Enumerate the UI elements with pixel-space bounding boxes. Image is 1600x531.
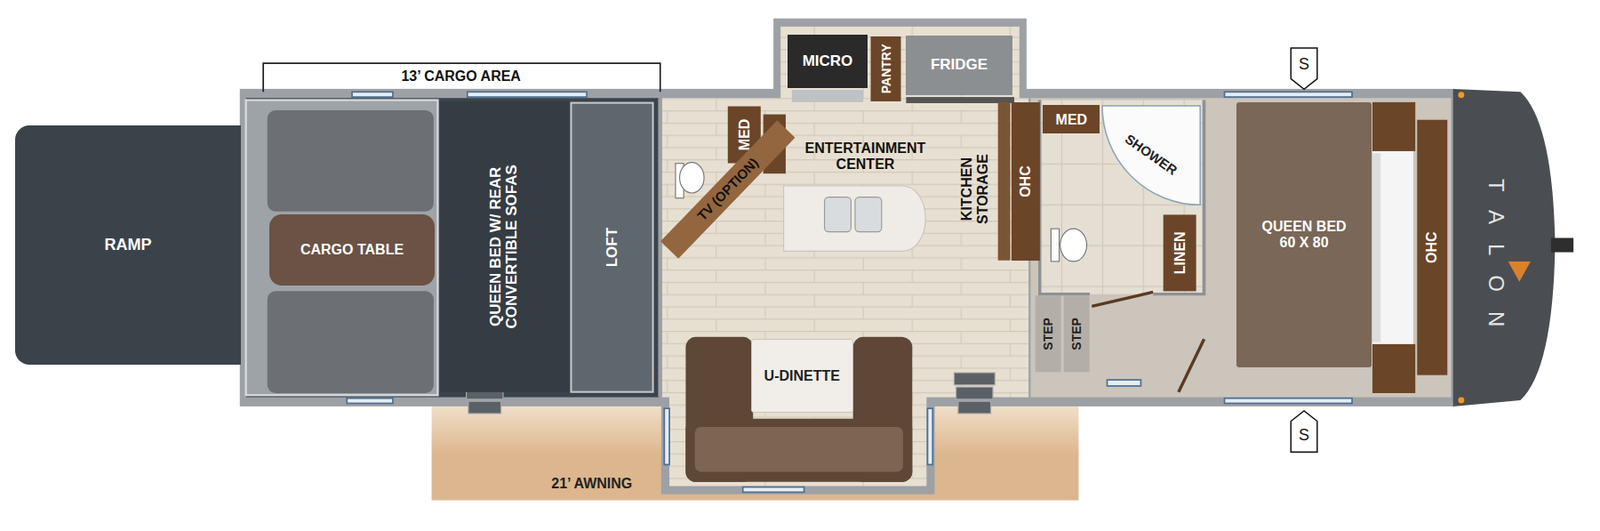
- seat-cushion: [695, 426, 904, 472]
- wall: [1040, 100, 1205, 295]
- step: STEP: [1064, 295, 1090, 372]
- room-label: LINEN: [1171, 232, 1188, 275]
- room-label: QUEEN BED 60 X 80: [1255, 218, 1353, 250]
- area-label: KITCHEN STORAGE: [959, 151, 991, 227]
- brand-name: TALON: [1484, 159, 1508, 346]
- entry-step: [953, 372, 995, 385]
- marker-light: [1457, 91, 1464, 98]
- nightstand: [1372, 102, 1416, 152]
- room-label: RAMP: [104, 236, 152, 255]
- slide-marker-shape: [1290, 410, 1318, 452]
- room-label: LOFT: [603, 227, 621, 267]
- logo-mark: [1508, 261, 1531, 282]
- entry-step: [958, 400, 992, 414]
- room-label: MED: [736, 119, 752, 152]
- hitch: [1551, 238, 1574, 253]
- pantry-cabinet: PANTRY: [870, 35, 901, 101]
- fridge: FRIDGE: [905, 35, 1012, 96]
- stove: [792, 89, 864, 103]
- window: [1224, 398, 1352, 404]
- shower: SHOWER: [1102, 105, 1200, 205]
- queen-bed: QUEEN BED 60 X 80: [1236, 102, 1373, 368]
- medicine-cabinet: MED: [1042, 104, 1100, 134]
- dinette-seat: [685, 418, 912, 482]
- ramp: RAMP: [15, 125, 241, 365]
- loft-panel: LOFT: [570, 101, 655, 392]
- room-label: S: [1298, 426, 1310, 445]
- room-label: S: [1298, 56, 1310, 74]
- cargo-table: CARGO TABLE: [269, 214, 435, 286]
- toilet: [680, 162, 705, 193]
- step: STEP: [1035, 295, 1062, 372]
- nightstand: [1372, 344, 1416, 393]
- microwave: MICRO: [787, 34, 868, 88]
- front-cap: [1453, 88, 1556, 407]
- overhead-cabinet: OHC: [1011, 102, 1040, 261]
- storage-strip: [998, 102, 1011, 261]
- dinette-table: U-DINETTE: [751, 338, 854, 413]
- window: [352, 91, 393, 97]
- convertible-bed-band: QUEEN BED W/ REAR CONVERTIBLE SOFAS: [440, 101, 569, 392]
- dimension-label: 13’ CARGO AREA: [395, 68, 527, 85]
- area-label: ENTERTAINMENT CENTER: [787, 140, 944, 172]
- cargo-floor: [246, 97, 661, 397]
- room-label: CARGO TABLE: [300, 241, 404, 258]
- room-label: STEP: [1069, 317, 1083, 351]
- window: [346, 398, 393, 404]
- bedroom-floor: [1030, 97, 1451, 397]
- door: [1091, 291, 1153, 306]
- toilet: [1060, 228, 1088, 262]
- window: [743, 487, 805, 493]
- room-label: 21’ AWNING: [551, 475, 632, 492]
- pillow-shade: [1372, 152, 1381, 342]
- kitchen-slideout: [773, 18, 1027, 104]
- shower-shape: [1102, 105, 1200, 205]
- dimension-bracket: [263, 63, 661, 92]
- room-label: MICRO: [802, 53, 854, 71]
- toilet-tank: [1050, 228, 1059, 262]
- sofa: [267, 110, 434, 212]
- slide-marker: S: [1289, 409, 1319, 453]
- door: [1178, 338, 1205, 392]
- room-label: STEP: [1041, 317, 1056, 351]
- sink: [855, 197, 882, 232]
- island-counter: [784, 185, 927, 251]
- awning-label-patch: 21’ AWNING: [530, 472, 654, 496]
- window: [467, 91, 587, 97]
- slide-marker: S: [1289, 47, 1319, 90]
- room-label: FRIDGE: [930, 56, 988, 74]
- sofa: [267, 290, 434, 393]
- kitchen-floor: [780, 26, 1020, 103]
- sofa-panel: [246, 100, 439, 396]
- entry-step: [956, 386, 993, 400]
- window: [1224, 91, 1352, 97]
- room-label: U-DINETTE: [764, 368, 840, 384]
- window: [664, 408, 670, 464]
- room-label: PANTRY: [879, 43, 893, 94]
- window: [1107, 379, 1142, 386]
- room-label: OHC: [1017, 166, 1034, 199]
- overhead-cabinet: OHC: [1417, 119, 1448, 375]
- room-label: TV (OPTION): [694, 154, 761, 224]
- entry-step: [468, 400, 502, 414]
- marker-light: [1457, 397, 1464, 404]
- room-label: OHC: [1424, 231, 1441, 264]
- slide-marker-shape: [1290, 48, 1318, 89]
- linen-cabinet: LINEN: [1163, 215, 1197, 292]
- room-label: QUEEN BED W/ REAR CONVERTIBLE SOFAS: [487, 151, 520, 343]
- room-label: MED: [1056, 112, 1088, 128]
- window: [927, 408, 933, 464]
- bath-floor: [1040, 100, 1202, 295]
- wall: [657, 97, 663, 397]
- sink: [824, 197, 852, 232]
